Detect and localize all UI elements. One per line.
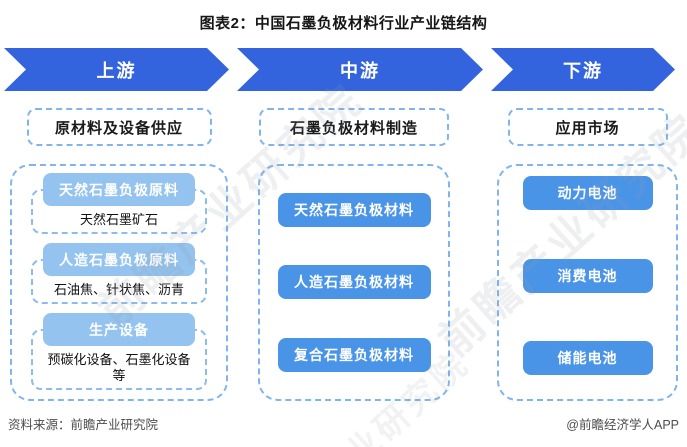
downstream-header-box: 应用市场	[507, 108, 668, 146]
stage-arrow-upstream: 上游	[4, 48, 229, 91]
stage-arrow-midstream-label: 中游	[340, 60, 380, 81]
downstream-header-label: 应用市场	[555, 119, 620, 137]
upstream-item-label: 人造石墨负极原料	[43, 243, 195, 276]
midstream-container: 天然石墨负极材料 人造石墨负极材料 复合石墨负极材料	[258, 164, 450, 401]
stage-arrow-row: 上游 中游 下游	[0, 48, 687, 91]
stage-arrow-downstream-label: 下游	[563, 60, 603, 81]
upstream-container: 天然石墨负极原料 天然石墨矿石 人造石墨负极原料 石油焦、针状焦、沥青 生产设备…	[10, 164, 228, 401]
stage-arrow-downstream: 下游	[491, 48, 675, 91]
midstream-header-label: 石墨负极材料制造	[289, 119, 418, 137]
upstream-item-production-equipment: 生产设备 预碳化设备、石墨化设备等	[22, 313, 216, 390]
figure-title: 图表2：中国石墨负极材料行业产业链结构	[199, 15, 488, 32]
upstream-item-natural-graphite: 天然石墨负极原料 天然石墨矿石	[22, 173, 216, 234]
downstream-item-consumer-battery: 消费电池	[522, 258, 653, 293]
downstream-item-power-battery: 动力电池	[522, 176, 653, 210]
downstream-item-storage-battery: 储能电池	[522, 341, 653, 375]
midstream-item-artificial: 人造石墨负极材料	[277, 265, 431, 300]
downstream-container: 动力电池 消费电池 储能电池	[497, 164, 678, 401]
upstream-header-box: 原材料及设备供应	[26, 108, 212, 146]
upstream-header-label: 原材料及设备供应	[54, 119, 183, 137]
column-downstream: 应用市场 动力电池 消费电池 储能电池	[497, 108, 678, 401]
columns-row: 原材料及设备供应 天然石墨负极原料 天然石墨矿石 人造石墨负极原料 石油焦、针状…	[0, 108, 687, 401]
column-upstream: 原材料及设备供应 天然石墨负极原料 天然石墨矿石 人造石墨负极原料 石油焦、针状…	[10, 108, 228, 401]
upstream-item-label: 生产设备	[43, 313, 195, 346]
credit-note: @前瞻经济学人APP	[566, 418, 679, 432]
footer: 资料来源：前瞻产业研究院 @前瞻经济学人APP	[0, 414, 687, 433]
column-midstream: 石墨负极材料制造 天然石墨负极材料 人造石墨负极材料 复合石墨负极材料	[258, 108, 450, 401]
midstream-item-composite: 复合石墨负极材料	[277, 337, 431, 372]
upstream-item-label: 天然石墨负极原料	[43, 173, 195, 206]
stage-arrow-midstream: 中游	[237, 48, 483, 91]
stage-arrow-upstream-label: 上游	[96, 60, 137, 81]
midstream-header-box: 石墨负极材料制造	[259, 108, 449, 146]
midstream-item-natural: 天然石墨负极材料	[277, 193, 431, 228]
source-note: 资料来源：前瞻产业研究院	[8, 418, 159, 432]
upstream-item-artificial-graphite: 人造石墨负极原料 石油焦、针状焦、沥青	[22, 243, 216, 304]
